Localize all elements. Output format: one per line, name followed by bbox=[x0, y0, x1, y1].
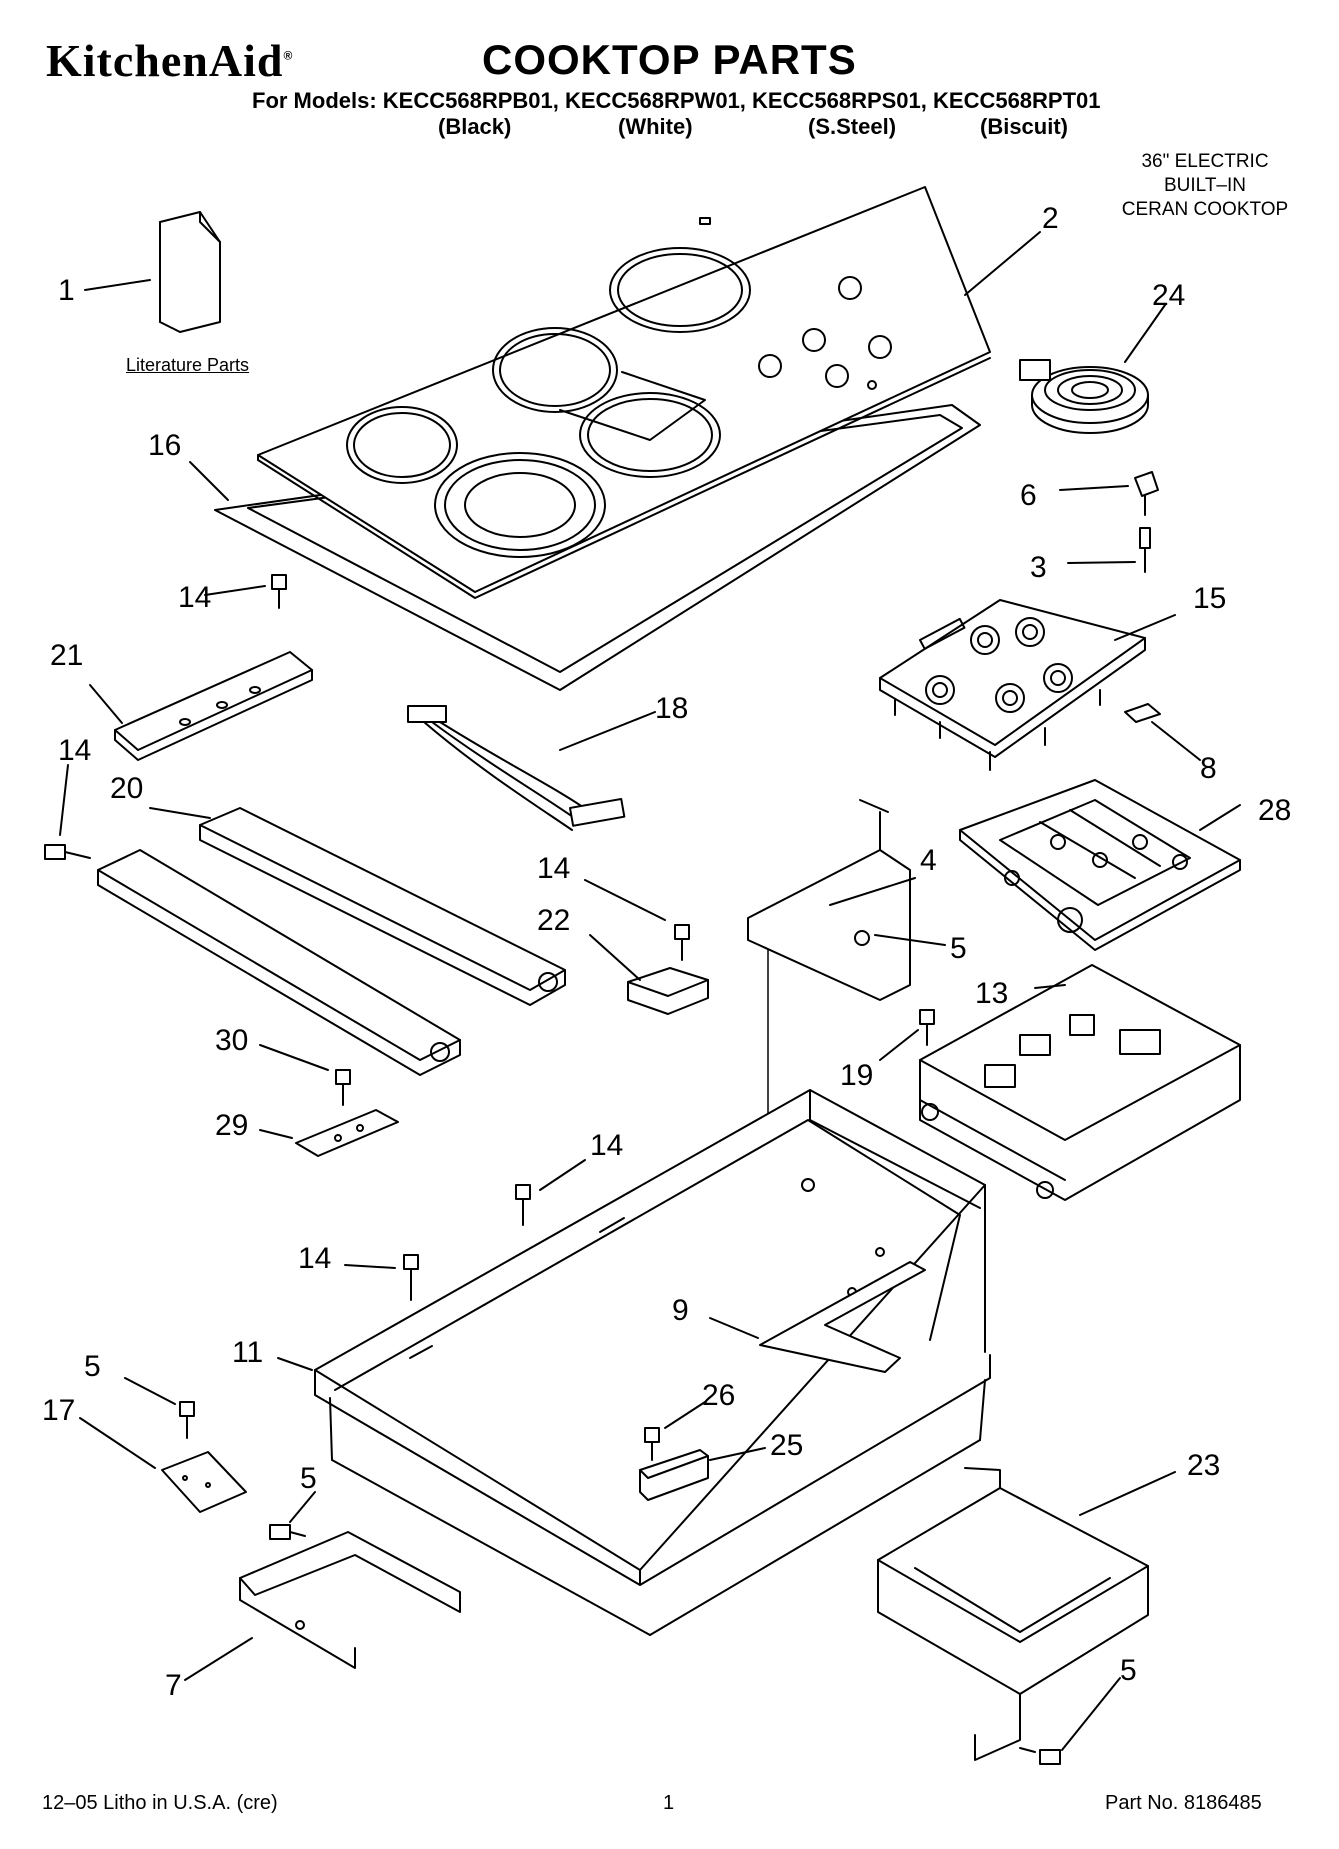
part-bracket-21 bbox=[114, 651, 313, 761]
callout-number: 6 bbox=[1020, 479, 1037, 512]
part-literature-booklet bbox=[159, 211, 221, 333]
page-title: COOKTOP PARTS bbox=[482, 36, 857, 83]
part-bracket-22 bbox=[627, 967, 709, 1015]
callout-number: 16 bbox=[148, 429, 181, 462]
part-ribbon-cable bbox=[407, 705, 626, 831]
callout-number: 14 bbox=[537, 852, 570, 885]
part-screw-5-b bbox=[269, 1524, 306, 1540]
part-screw-14-b bbox=[44, 844, 91, 860]
part-control-board bbox=[879, 599, 1146, 771]
callout-number: 14 bbox=[590, 1129, 623, 1162]
part-screw-5-a bbox=[179, 1401, 195, 1439]
part-junction-box bbox=[877, 1467, 1149, 1761]
callout-number: 19 bbox=[840, 1059, 873, 1092]
callout-number: 5 bbox=[300, 1462, 317, 1495]
callout-number: 20 bbox=[110, 772, 143, 805]
callout-number: 2 bbox=[1042, 202, 1059, 235]
part-screw-30 bbox=[335, 1069, 351, 1106]
description-line-1: 36" ELECTRIC bbox=[1141, 151, 1269, 172]
color-white: (White) bbox=[618, 114, 693, 139]
callout-number: 5 bbox=[950, 932, 967, 965]
callout-number: 14 bbox=[178, 581, 211, 614]
part-shield-9 bbox=[759, 1261, 926, 1373]
color-black: (Black) bbox=[438, 114, 512, 139]
callout-number: 8 bbox=[1200, 752, 1217, 785]
part-insulator-8 bbox=[1124, 703, 1161, 723]
color-biscuit: (Biscuit) bbox=[980, 114, 1068, 139]
part-screw-19 bbox=[919, 1009, 935, 1046]
callout-number: 9 bbox=[672, 1294, 689, 1327]
callout-number: 13 bbox=[975, 977, 1008, 1010]
callout-number: 23 bbox=[1187, 1449, 1220, 1482]
part-screw-14-a bbox=[271, 574, 287, 609]
part-screw-26 bbox=[644, 1427, 660, 1461]
product-description: 36" ELECTRIC BUILT–IN CERAN COOKTOP bbox=[1090, 150, 1320, 222]
literature-parts-label: Literature Parts bbox=[126, 355, 250, 375]
part-bracket-7 bbox=[239, 1531, 461, 1669]
callout-number: 21 bbox=[50, 639, 83, 672]
part-mounting-frame bbox=[959, 779, 1241, 951]
callout-number: 11 bbox=[232, 1336, 263, 1369]
callout-number: 15 bbox=[1193, 582, 1226, 615]
part-power-board bbox=[919, 964, 1241, 1201]
part-terminal-block bbox=[639, 1449, 709, 1501]
part-chassis bbox=[314, 1089, 991, 1636]
description-line-2: BUILT–IN bbox=[1163, 175, 1246, 196]
part-screw-14-c bbox=[674, 924, 690, 961]
part-shield-4 bbox=[747, 799, 911, 1001]
footer-part-number: Part No. 8186485 bbox=[1105, 1792, 1262, 1814]
brand-logo: KitchenAid® bbox=[46, 34, 293, 87]
callout-number: 28 bbox=[1258, 794, 1291, 827]
callout-number: 7 bbox=[165, 1669, 182, 1702]
brand-name: KitchenAid bbox=[46, 35, 284, 86]
part-screw-14-e bbox=[403, 1254, 419, 1301]
callout-number: 22 bbox=[537, 904, 570, 937]
brand-registered-mark: ® bbox=[283, 48, 294, 63]
callout-number: 1 bbox=[58, 274, 75, 307]
part-screw-14-d bbox=[515, 1184, 531, 1226]
callout-number: 25 bbox=[770, 1429, 803, 1462]
part-radiant-element bbox=[1019, 359, 1149, 434]
callout-number: 30 bbox=[215, 1024, 248, 1057]
part-glass-cooktop bbox=[257, 186, 991, 599]
callout-number: 29 bbox=[215, 1109, 248, 1142]
part-screw-5-c bbox=[1019, 1747, 1061, 1765]
footer-page-number: 1 bbox=[663, 1792, 675, 1814]
footer-litho: 12–05 Litho in U.S.A. (cre) bbox=[42, 1792, 278, 1814]
callout-number: 24 bbox=[1152, 279, 1185, 312]
part-bracket-29 bbox=[295, 1109, 399, 1157]
part-screw-3 bbox=[1139, 527, 1151, 573]
callout-number: 5 bbox=[84, 1350, 101, 1383]
part-plate-17 bbox=[161, 1451, 247, 1513]
part-rail-upper bbox=[199, 807, 566, 1006]
callout-number: 26 bbox=[702, 1379, 735, 1412]
color-ssteel: (S.Steel) bbox=[808, 114, 897, 139]
callout-number: 17 bbox=[42, 1394, 75, 1427]
description-line-3: CERAN COOKTOP bbox=[1121, 199, 1289, 220]
callout-number: 5 bbox=[1120, 1654, 1137, 1687]
models-line: For Models: KECC568RPB01, KECC568RPW01, … bbox=[252, 88, 1101, 113]
leader-lines bbox=[59, 231, 1241, 1751]
callout-number: 14 bbox=[58, 734, 91, 767]
part-rail-lower bbox=[97, 849, 461, 1076]
part-clip bbox=[1134, 471, 1159, 516]
callout-number: 18 bbox=[655, 692, 688, 725]
callout-number: 3 bbox=[1030, 551, 1047, 584]
callout-number: 14 bbox=[298, 1242, 331, 1275]
callout-number: 4 bbox=[920, 844, 937, 877]
